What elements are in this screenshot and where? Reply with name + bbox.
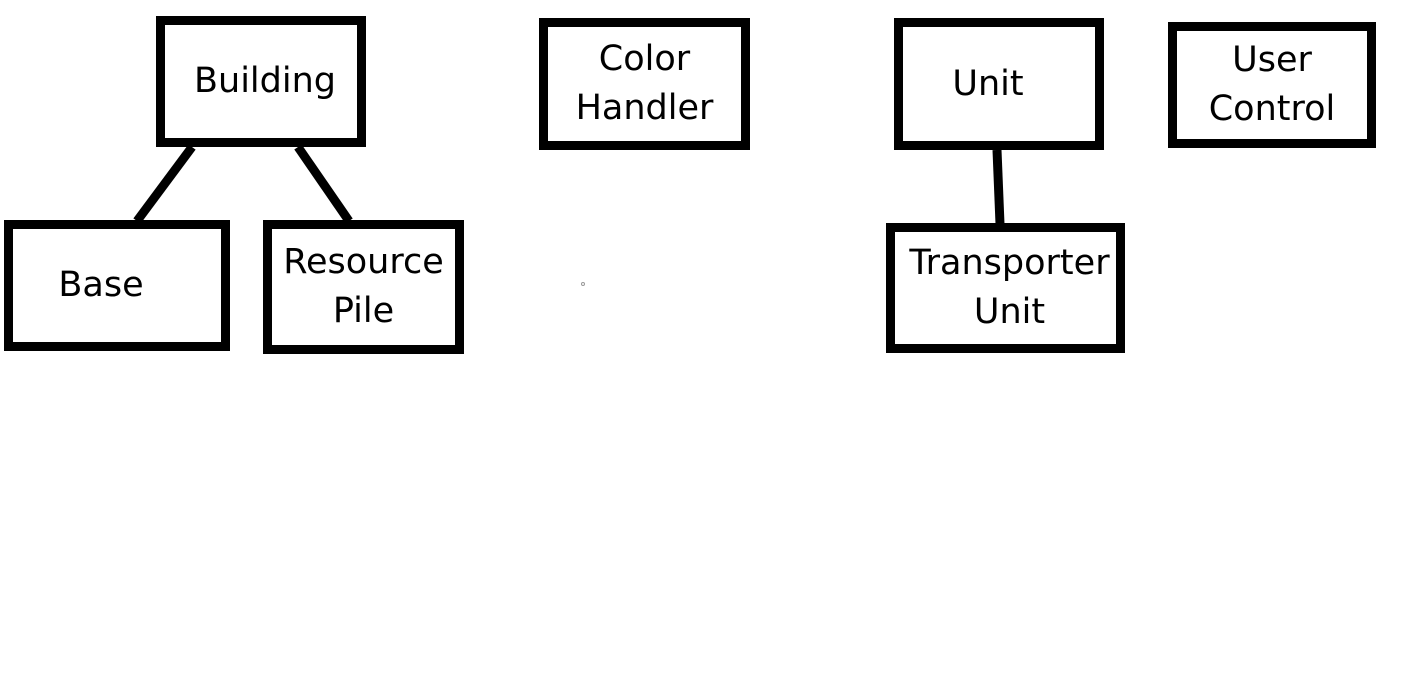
edge-building-to-base (133, 144, 196, 224)
node-label-line: Transporter (909, 243, 1110, 283)
node-label: Color Handler (576, 35, 714, 133)
node-label: User Control (1209, 36, 1336, 134)
node-color-handler[interactable]: Color Handler (539, 18, 750, 150)
edge-building-to-resource-pile (294, 144, 353, 224)
node-base[interactable]: Base (4, 220, 230, 351)
node-label-line: Unit (952, 63, 1024, 104)
node-label-line: Building (194, 61, 336, 101)
node-label-line: Resource (283, 242, 444, 282)
node-label: Base (58, 261, 143, 310)
node-user-control[interactable]: User Control (1168, 22, 1376, 148)
node-label-line: Pile (332, 291, 395, 331)
stray-dot (581, 282, 585, 286)
node-resource-pile[interactable]: Resource Pile (263, 220, 464, 354)
node-label: Transporter Unit (909, 239, 1109, 337)
node-label: Unit (952, 60, 1023, 109)
node-label-line: User (1232, 40, 1312, 80)
node-label-line: Base (58, 265, 144, 305)
node-building[interactable]: Building (156, 16, 366, 147)
node-label: Building (194, 57, 336, 106)
edge-unit-to-transporter-unit (992, 149, 1005, 225)
node-label-line: Control (1208, 89, 1336, 129)
node-transporter-unit[interactable]: Transporter Unit (886, 223, 1125, 353)
node-unit[interactable]: Unit (894, 18, 1104, 150)
node-label-line: Handler (575, 88, 714, 128)
node-label: Resource Pile (283, 238, 444, 336)
node-label-line: Unit (973, 292, 1046, 332)
node-label-line: Color (598, 39, 691, 79)
